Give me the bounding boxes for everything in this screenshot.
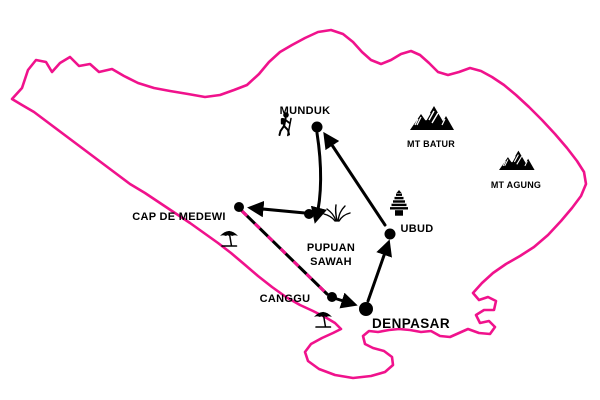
canggu-label: CANGGU	[260, 293, 311, 305]
route-segment-canggu-denpasar	[335, 292, 358, 309]
route-segment-denpasar-ubud	[366, 239, 392, 303]
route-segment-ubud-munduk	[323, 131, 387, 227]
ubud-label: UBUD	[401, 223, 434, 235]
munduk-label: MUNDUK	[280, 105, 331, 117]
pupuan-sawah-label-line2: SAWAH	[310, 256, 352, 268]
cap-de-medewi-label: CAP DE MEDEWI	[132, 211, 226, 223]
location-marker-pupuan-sawah	[304, 209, 314, 219]
mt-batur-label: MT BATUR	[407, 139, 455, 149]
location-marker-ubud	[384, 228, 396, 240]
bali-coastline	[10, 28, 588, 380]
temple-icon	[390, 190, 408, 216]
mt-agung-label: MT AGUNG	[491, 180, 541, 190]
route-segment-pupuan-medewi	[247, 200, 307, 218]
rice-field-icon	[323, 204, 351, 222]
location-marker-munduk	[311, 121, 323, 133]
location-marker-cap-de-medewi	[234, 202, 244, 212]
denpasar-label: DENPASAR	[372, 316, 450, 331]
route-segment-medewi-canggu-dashes	[240, 209, 329, 296]
route-segment-munduk-pupuan	[310, 131, 327, 224]
location-marker-denpasar	[359, 302, 373, 316]
location-marker-canggu	[327, 292, 337, 302]
hiker-icon	[278, 112, 292, 137]
pupuan-sawah-label-line1: PUPUAN	[307, 242, 355, 254]
